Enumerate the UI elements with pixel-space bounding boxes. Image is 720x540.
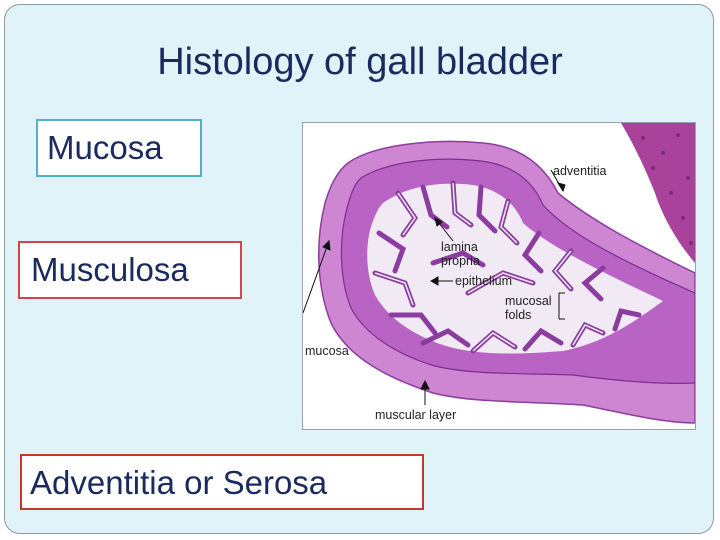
ann-muscular-layer: muscular layer <box>375 408 456 422</box>
ann-folds: folds <box>505 308 531 322</box>
ann-adventitia: adventitia <box>553 164 607 178</box>
mucosa-label: Mucosa <box>36 119 202 177</box>
ann-lamina: lamina <box>441 240 478 254</box>
musculosa-label: Musculosa <box>18 241 242 299</box>
slide-title: Histology of gall bladder <box>157 41 563 83</box>
ann-propria: propria <box>441 254 480 268</box>
ann-epithelium: epithelium <box>455 274 512 288</box>
liver-tissue <box>621 123 695 263</box>
micrograph-svg: adventitia lamina propria epithelium muc… <box>303 123 695 424</box>
ann-mucosa: mucosa <box>305 344 349 358</box>
annotation-arrows <box>303 169 566 405</box>
ann-mucosal: mucosal <box>505 294 552 308</box>
histology-micrograph: adventitia lamina propria epithelium muc… <box>302 122 696 430</box>
adventitia-label: Adventitia or Serosa <box>20 454 424 510</box>
fold-highlights <box>374 182 604 352</box>
liver-nuclei <box>641 133 693 245</box>
